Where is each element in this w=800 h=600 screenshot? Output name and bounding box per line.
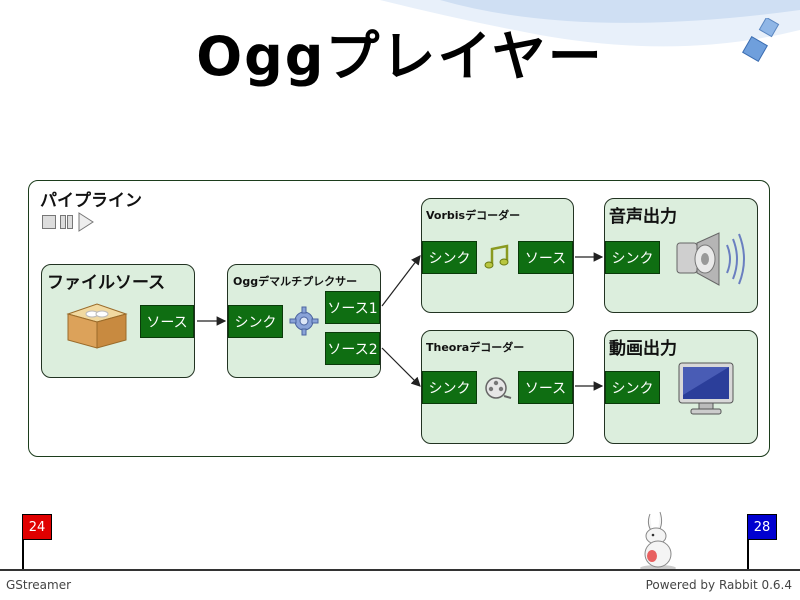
theora-src-pad[interactable]: ソース: [518, 371, 573, 404]
play-icon[interactable]: [77, 212, 95, 232]
audio-output-element: 音声出力 シンク: [604, 198, 758, 313]
audio-output-sink-pad[interactable]: シンク: [605, 241, 660, 274]
speaker-icon: [676, 232, 745, 286]
header-swoosh-decoration: [380, 0, 800, 47]
theora-title: Theoraデコーダー: [426, 341, 525, 354]
pause-bar-left: [60, 215, 66, 229]
vorbis-sink-pad[interactable]: シンク: [422, 241, 477, 274]
footer-left-text: GStreamer: [6, 578, 72, 592]
footer-divider: [0, 569, 800, 571]
pause-icon[interactable]: [60, 215, 73, 229]
next-page-flag: 28: [747, 514, 777, 540]
stop-icon[interactable]: [42, 215, 56, 229]
package-icon: [66, 303, 128, 349]
demux-src-pad-2[interactable]: ソース2: [325, 332, 380, 365]
theora-decoder-element: Theoraデコーダー シンク ソース: [421, 330, 574, 444]
theora-sink-pad[interactable]: シンク: [422, 371, 477, 404]
pipeline-label: パイプライン: [40, 191, 142, 211]
vorbis-decoder-element: Vorbisデコーダー シンク ソース: [421, 198, 574, 313]
next-page-flag-pole: [747, 515, 749, 570]
filesrc-element: ファイルソース ソース: [41, 264, 195, 378]
video-output-sink-pad[interactable]: シンク: [605, 371, 660, 404]
video-output-element: 動画出力 シンク: [604, 330, 758, 444]
playback-controls: [42, 212, 95, 232]
pause-bar-right: [67, 215, 73, 229]
filesrc-src-pad[interactable]: ソース: [140, 305, 194, 338]
monitor-icon: [678, 362, 734, 415]
vorbis-src-pad[interactable]: ソース: [518, 241, 573, 274]
current-page-flag: 24: [22, 514, 52, 540]
demux-sink-pad[interactable]: シンク: [228, 305, 283, 338]
current-page-flag-pole: [22, 515, 24, 570]
rabbit-icon: [640, 511, 676, 571]
video-output-title: 動画出力: [609, 339, 677, 359]
gear-icon: [289, 306, 319, 336]
film-reel-icon: [485, 377, 512, 399]
footer-right-text: Powered by Rabbit 0.6.4: [645, 578, 792, 592]
vorbis-title: Vorbisデコーダー: [426, 209, 521, 222]
filesrc-title: ファイルソース: [47, 273, 166, 293]
link-demux-to-vorbis: [381, 255, 421, 307]
diamond-decoration-icon: [742, 18, 780, 62]
demux-src-pad-1[interactable]: ソース1: [325, 291, 380, 324]
music-note-icon: [484, 244, 509, 269]
demux-title: Oggデマルチプレクサー: [233, 275, 358, 288]
audio-output-title: 音声出力: [609, 207, 677, 227]
link-demux-to-theora: [381, 347, 421, 387]
demux-element: Oggデマルチプレクサー シンク ソース1 ソース2: [227, 264, 381, 378]
slide-title: Oggプレイヤー: [196, 25, 604, 88]
